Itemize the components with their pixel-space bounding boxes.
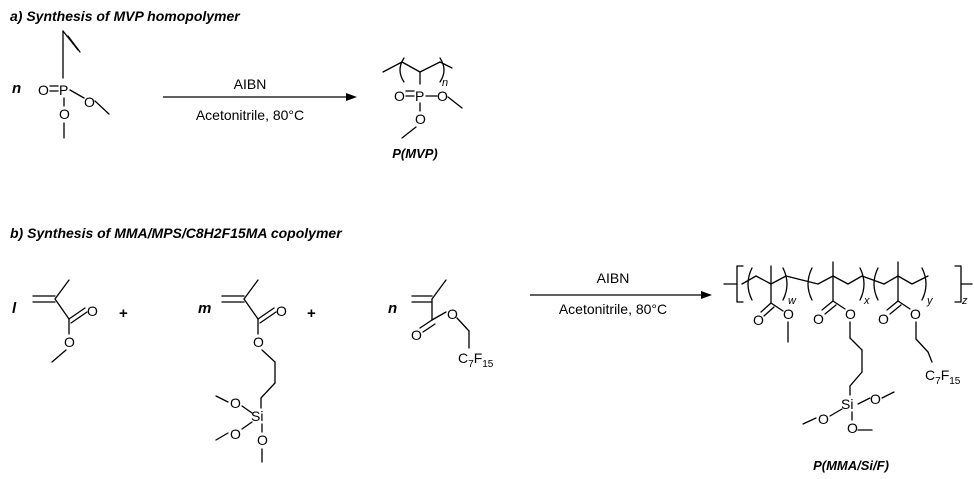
reagent-aibn-b: AIBN — [597, 270, 630, 286]
mvp-monomer: n O P O O — [12, 30, 110, 139]
reaction-arrow-b: AIBN Acetonitrile, 80°C — [530, 270, 712, 317]
atom-o: O — [818, 411, 829, 427]
atom-o: O — [910, 306, 921, 322]
coefficient-n-b: n — [388, 300, 397, 317]
subscript-w: w — [788, 295, 797, 307]
subscript-n: n — [442, 77, 448, 89]
atom-o: O — [253, 334, 264, 350]
atom-o: O — [87, 303, 98, 319]
atom-o: O — [415, 111, 426, 127]
copolymer-product: z w O O x O O — [723, 261, 973, 473]
product-name-a: P(MVP) — [392, 146, 438, 161]
heading-a: a) Synthesis of MVP homopolymer — [10, 8, 241, 24]
atom-o: O — [878, 311, 889, 327]
atom-o: O — [753, 312, 764, 328]
atom-o: O — [38, 82, 49, 98]
atom-o: O — [84, 94, 95, 110]
product-name-b: P(MMA/Si/F) — [813, 458, 889, 473]
conditions-b: Acetonitrile, 80°C — [559, 301, 667, 317]
atom-o: O — [437, 88, 448, 104]
atom-o: O — [257, 432, 268, 448]
subscript-y: y — [926, 295, 934, 307]
reaction-arrow-a: AIBN Acetonitrile, 80°C — [163, 76, 357, 123]
atom-o: O — [411, 327, 422, 343]
mma-monomer: l O O — [12, 279, 98, 363]
atom-o: O — [447, 306, 458, 322]
atom-o: O — [783, 306, 794, 322]
subscript-x: x — [863, 295, 870, 307]
atom-o: O — [845, 306, 856, 322]
atom-p: P — [59, 82, 68, 98]
atom-o: O — [813, 311, 824, 327]
atom-o: O — [230, 426, 241, 442]
atom-o: O — [59, 106, 70, 122]
atom-si: Si — [251, 408, 263, 424]
atom-o: O — [230, 395, 241, 411]
coefficient-l: l — [12, 300, 17, 317]
atom-o: O — [847, 420, 858, 436]
conditions-a: Acetonitrile, 80°C — [196, 107, 304, 123]
coefficient-m: m — [198, 300, 211, 317]
atom-o: O — [870, 391, 881, 407]
pmvp-polymer: n O P O O P(MVP) — [382, 57, 463, 161]
heading-b: b) Synthesis of MMA/MPS/C8H2F15MA copoly… — [10, 225, 343, 241]
atom-o: O — [276, 303, 287, 319]
atom-p: P — [415, 88, 424, 104]
reagent-aibn-a: AIBN — [234, 76, 267, 92]
subscript-z: z — [961, 295, 968, 307]
atom-o: O — [64, 334, 75, 350]
c7f15-group: C7F15 — [458, 350, 494, 370]
coefficient-n-a: n — [12, 80, 21, 97]
c7f15-group: C7F15 — [925, 367, 961, 387]
atom-si: Si — [841, 396, 853, 412]
plus-sign: + — [119, 305, 128, 322]
mps-monomer: m O O Si O O O — [198, 279, 287, 463]
atom-o: O — [394, 88, 405, 104]
plus-sign: + — [307, 305, 316, 322]
fluoro-monomer: n O O C7F15 — [388, 279, 494, 370]
